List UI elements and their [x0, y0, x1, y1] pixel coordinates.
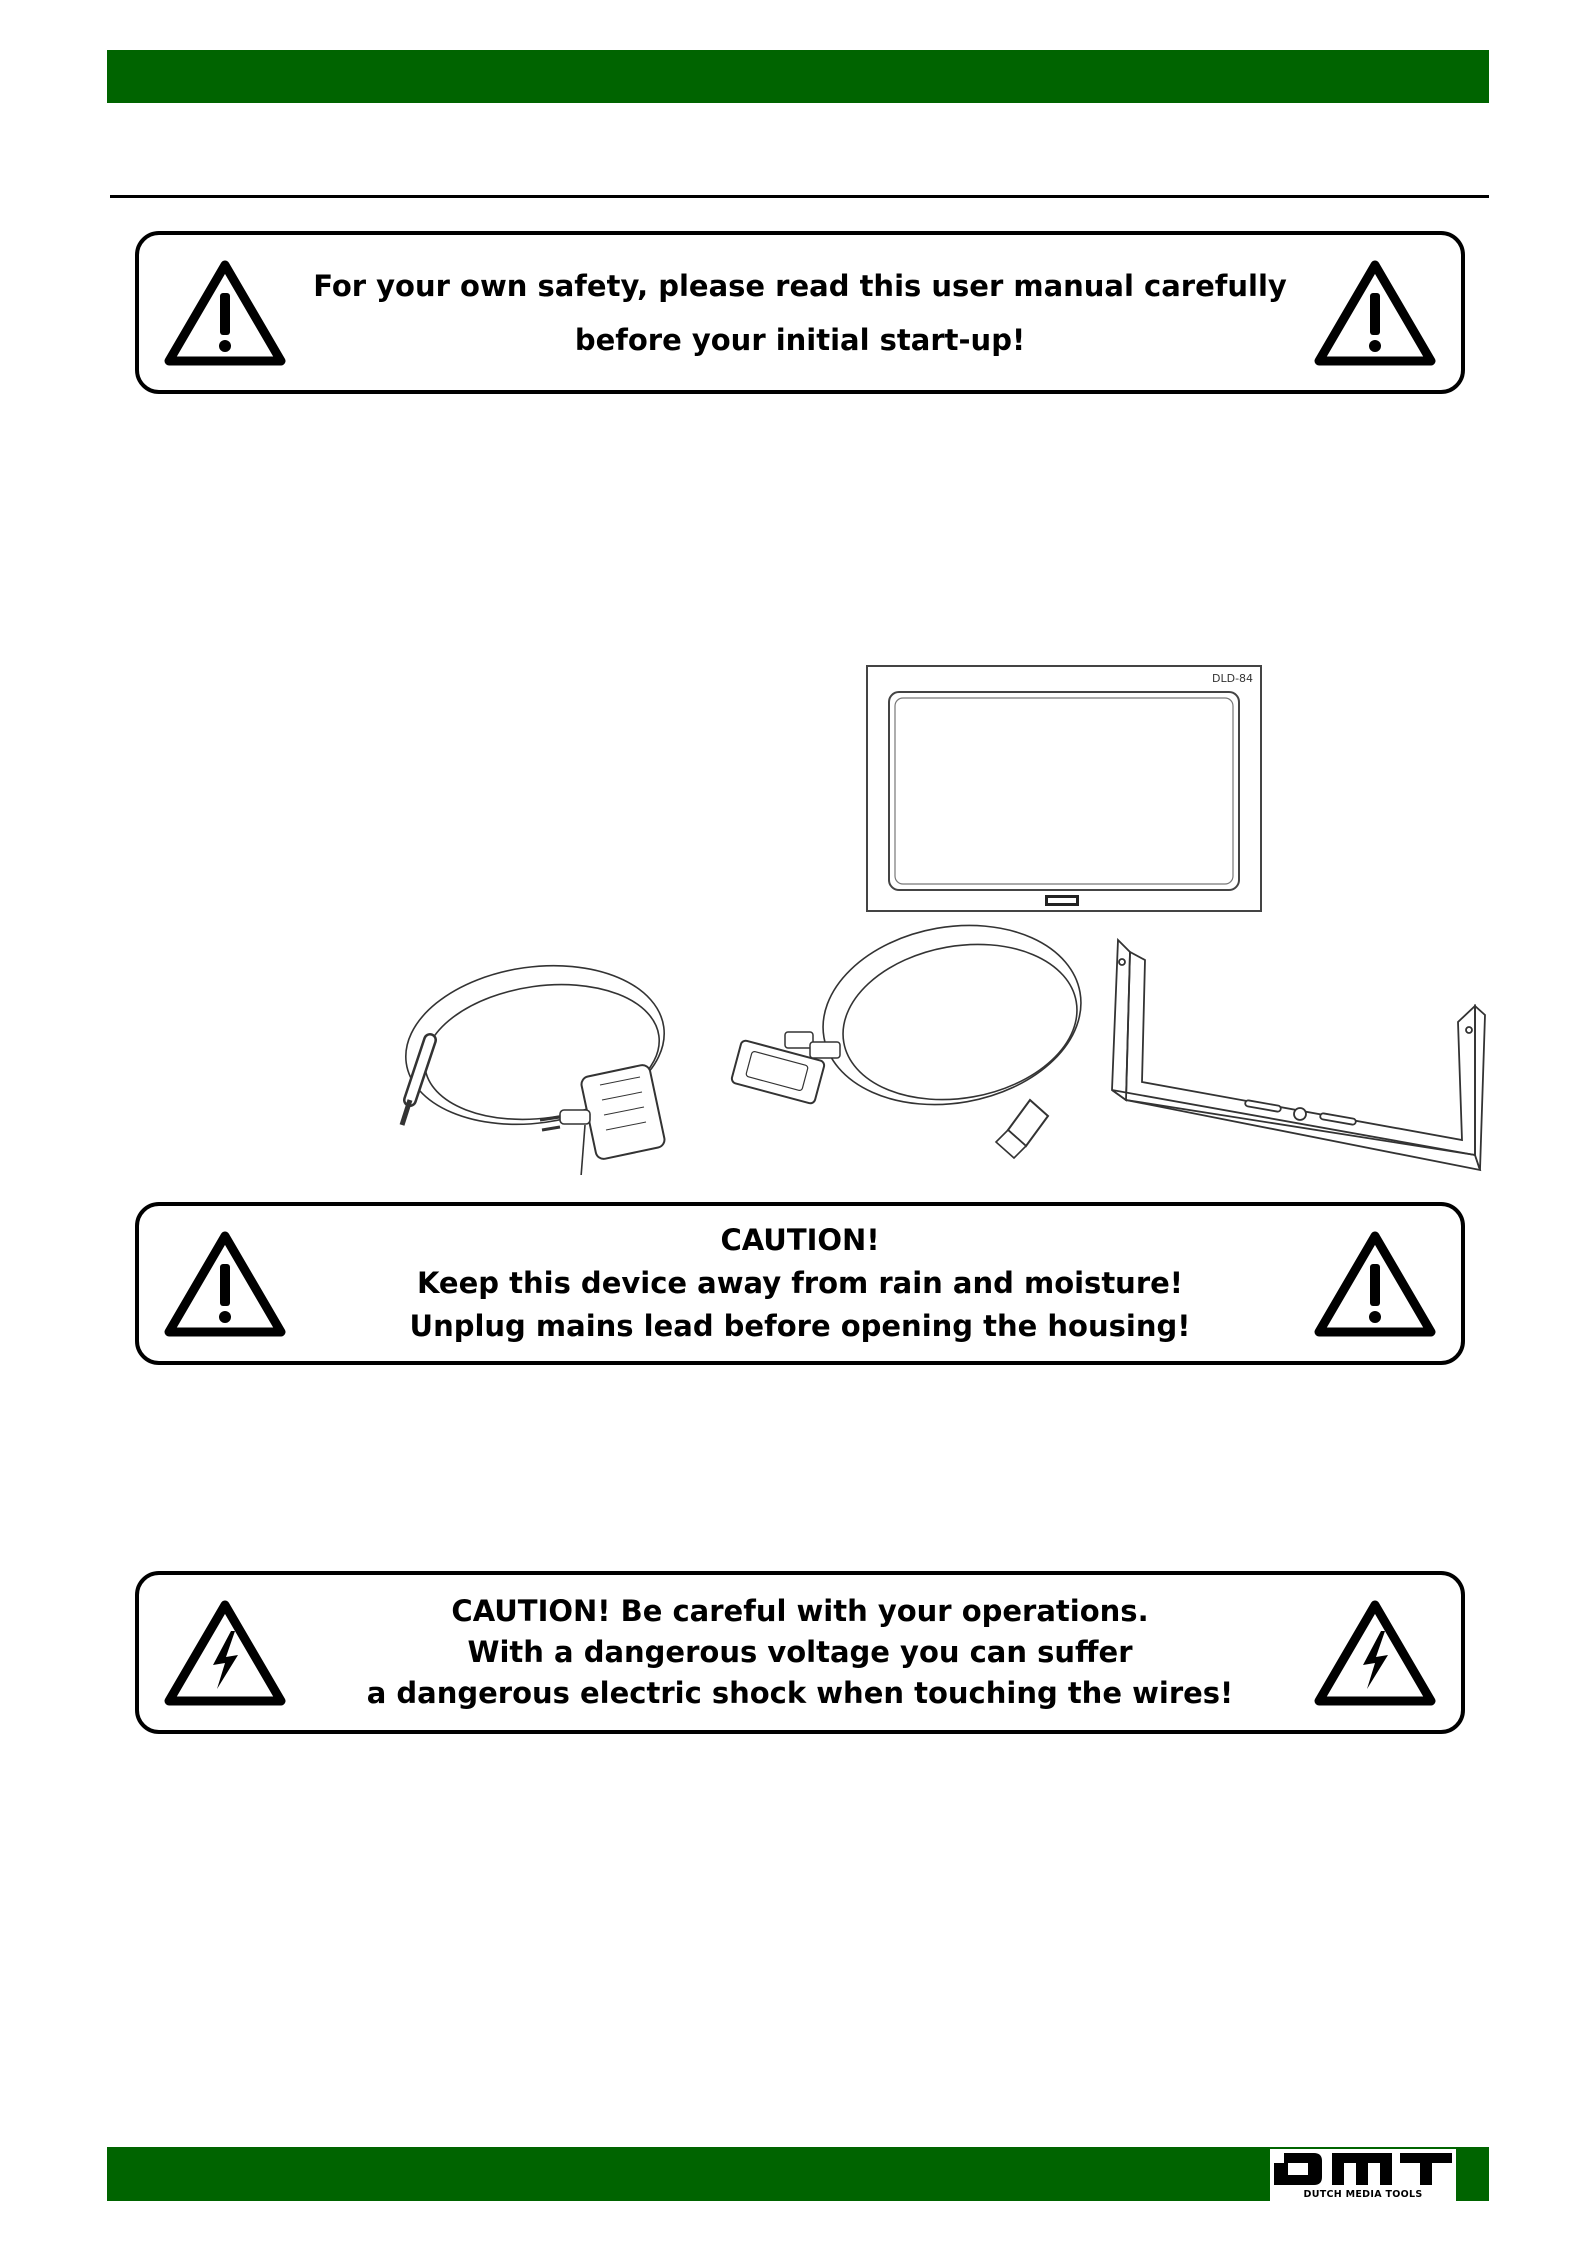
dmt-logo: DUTCH MEDIA TOOLS: [1270, 2149, 1456, 2201]
header-rule: [110, 195, 1489, 198]
safety-notice-box: For your own safety, please read this us…: [135, 231, 1465, 394]
caution-notice-line-2: Keep this device away from rain and mois…: [416, 1266, 1184, 1300]
caution-notice-text: CAUTION! Keep this device away from rain…: [289, 1206, 1311, 1361]
warning-triangle-icon: [1314, 260, 1436, 366]
warning-triangle-icon: [164, 1231, 286, 1337]
caution-notice-line-1: CAUTION!: [720, 1223, 880, 1257]
warning-triangle-icon: [164, 260, 286, 366]
display-model-label: DLD-84: [1212, 672, 1253, 685]
dvi-hdmi-cable-illustration: [730, 924, 1082, 1160]
voltage-notice-line-3: a dangerous electric shock when touching…: [366, 1676, 1234, 1710]
warning-triangle-icon: [1314, 1231, 1436, 1337]
caution-notice-box: CAUTION! Keep this device away from rain…: [135, 1202, 1465, 1365]
power-adapter-illustration: [399, 964, 666, 1175]
header-bar: [107, 50, 1489, 103]
footer-bar: [107, 2147, 1489, 2201]
high-voltage-icon: [1314, 1600, 1436, 1706]
display-illustration: DLD-84: [866, 665, 1262, 912]
voltage-notice-box: CAUTION! Be careful with your operations…: [135, 1571, 1465, 1734]
high-voltage-icon: [164, 1600, 286, 1706]
voltage-notice-text: CAUTION! Be careful with your operations…: [289, 1575, 1311, 1730]
dmt-logo-mark: [1274, 2153, 1452, 2185]
voltage-notice-line-2: With a dangerous voltage you can suffer: [467, 1635, 1133, 1669]
mounting-bracket-illustration: [1111, 937, 1486, 1172]
safety-notice-line-1: For your own safety, please read this us…: [313, 268, 1287, 303]
product-contents-figure: DLD-84: [399, 665, 1486, 1175]
logo-tagline: DUTCH MEDIA TOOLS: [1303, 2189, 1423, 2200]
safety-notice-text: For your own safety, please read this us…: [289, 235, 1311, 390]
caution-notice-line-3: Unplug mains lead before opening the hou…: [409, 1309, 1191, 1343]
voltage-notice-line-1: CAUTION! Be careful with your operations…: [451, 1594, 1149, 1628]
safety-notice-line-2: before your initial start-up!: [574, 322, 1026, 357]
